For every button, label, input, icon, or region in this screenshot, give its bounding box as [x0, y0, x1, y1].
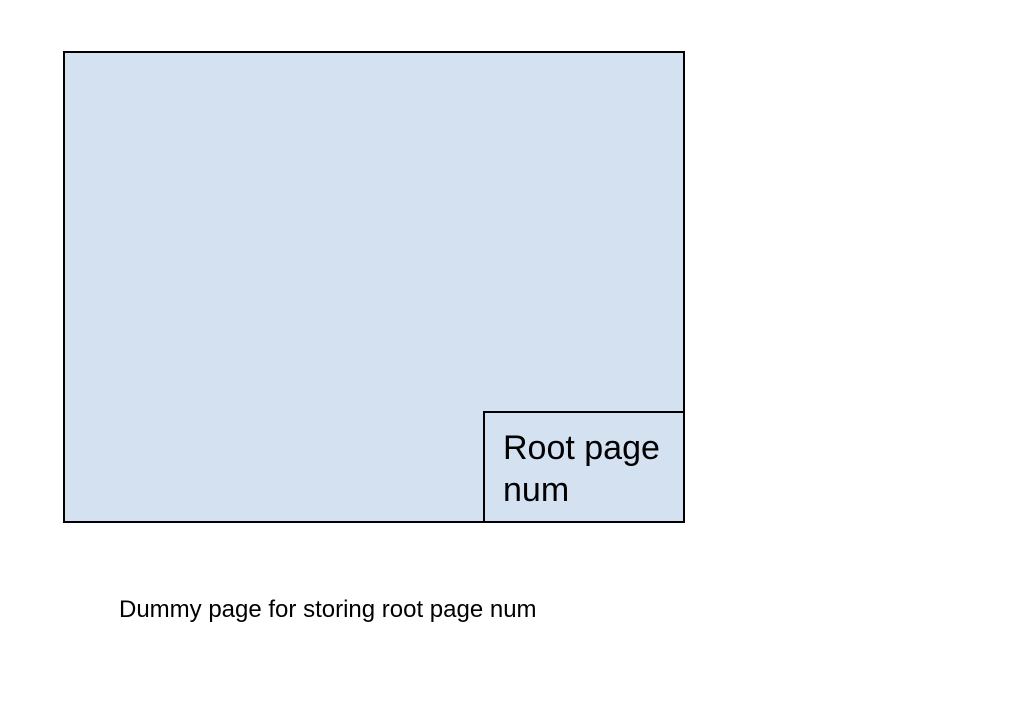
- diagram-caption: Dummy page for storing root page num: [119, 596, 537, 623]
- dummy-page-box: Root page num: [63, 51, 685, 523]
- root-page-num-label: Root page num: [503, 429, 660, 509]
- root-page-num-box: Root page num: [483, 411, 683, 521]
